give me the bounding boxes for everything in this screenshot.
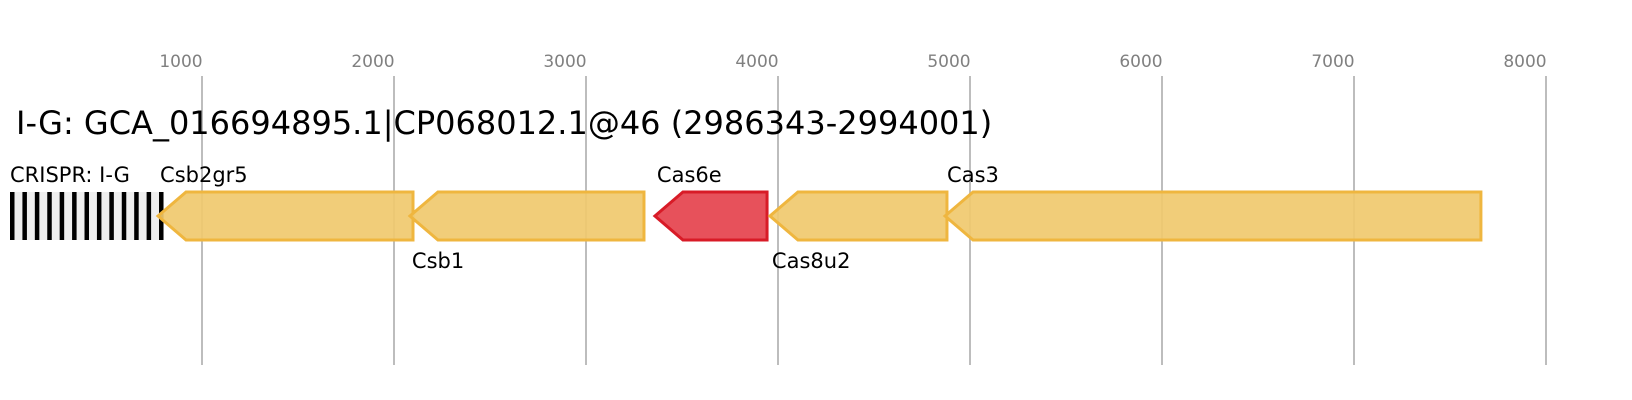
gene-label-csb1: Csb1	[412, 249, 464, 273]
tick-label: 5000	[927, 52, 970, 72]
crispr-repeat	[47, 192, 52, 240]
crispr-array	[10, 192, 164, 240]
gene-label-cas8u2: Cas8u2	[772, 249, 851, 273]
tick-label: 3000	[543, 52, 586, 72]
gene-arrow-cas8u2[interactable]	[767, 190, 949, 242]
gene-arrow-csb1[interactable]	[407, 190, 646, 242]
crispr-repeat	[10, 192, 15, 240]
crispr-repeat	[59, 192, 65, 240]
gene-label-cas3: Cas3	[947, 163, 999, 187]
crispr-repeat	[96, 192, 102, 240]
crispr-repeat	[109, 192, 114, 240]
gene-label-cas6e: Cas6e	[657, 163, 722, 187]
gene-label-csb2gr5: Csb2gr5	[160, 163, 248, 187]
crispr-repeat	[22, 192, 27, 240]
crispr-repeat	[72, 192, 77, 240]
gene-arrow-cas3[interactable]	[942, 190, 1483, 242]
locus-title: I-G: GCA_016694895.1|CP068012.1@46 (2986…	[16, 104, 992, 142]
crispr-repeat	[121, 192, 127, 240]
crispr-repeat	[84, 192, 90, 240]
gene-arrow-cas6e[interactable]	[652, 190, 769, 242]
tick-label: 2000	[351, 52, 394, 72]
crispr-repeat	[34, 192, 40, 240]
tick-label: 6000	[1119, 52, 1162, 72]
gene-arrow-csb2gr5[interactable]	[155, 190, 415, 242]
tick-label: 4000	[735, 52, 778, 72]
crispr-label: CRISPR: I-G	[10, 163, 130, 187]
tick-label: 1000	[159, 52, 202, 72]
tick-label: 7000	[1311, 52, 1354, 72]
tick-label: 8000	[1503, 52, 1546, 72]
crispr-repeat	[134, 192, 139, 240]
crispr-repeat	[146, 192, 152, 240]
